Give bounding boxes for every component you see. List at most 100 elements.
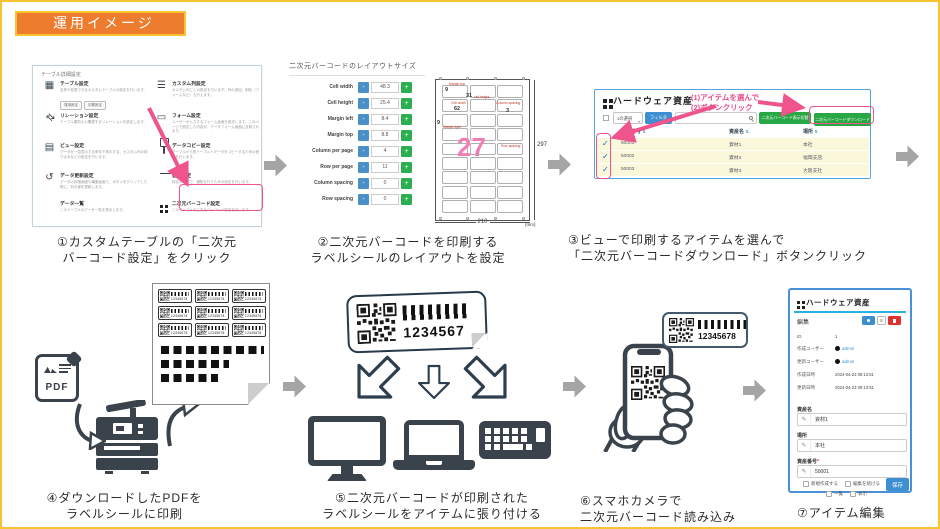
- selection-dropdown[interactable]: 1の選択: [613, 112, 643, 127]
- caption-step6: ⑥スマホカメラで二次元バーコード読み込み: [580, 494, 737, 524]
- qr-icon: [155, 200, 168, 213]
- label-cell: [469, 156, 496, 170]
- menu-item-relation[interactable]: ⇄ リレーション設定 テーブル間同士の関連するリレーションを設定します。: [43, 111, 149, 125]
- menu-item-table-settings[interactable]: ▦ テーブル設定 名称や変更できるカスタムテーブルの設定を行います。 運用設定初…: [43, 80, 149, 111]
- save-button[interactable]: 保存: [886, 478, 909, 491]
- menu-item-view[interactable]: ▤ ビュー設定 データを一覧表示する条件や表示する、カスタム列の絞り込みなどの設…: [44, 142, 148, 159]
- label-cell-grid: [442, 85, 523, 213]
- show-checkbox[interactable]: [850, 491, 856, 497]
- cell-asset-number: 50003: [621, 167, 635, 172]
- decrement-button[interactable]: -: [358, 177, 369, 189]
- label-cell: [497, 99, 523, 113]
- decrement-button[interactable]: -: [358, 193, 369, 205]
- pdf-label: PDF: [45, 382, 69, 393]
- field-label: Margin left: [327, 116, 353, 122]
- annotation-step1: (1)アイテムを選んで: [691, 93, 760, 102]
- required-mark: *: [817, 459, 819, 465]
- image-icon: [44, 366, 57, 373]
- location-input[interactable]: ✎ 本社: [797, 439, 907, 452]
- menu-item-notification[interactable]: 通知設定 特定の条件で、通知を行うための設定を行います。: [155, 172, 261, 185]
- caption-step1: ①カスタムテーブルの「二次元バーコード設定」をクリック: [56, 235, 238, 265]
- increment-button[interactable]: +: [401, 145, 412, 157]
- layout-field-row: Column spacing - 0 +: [290, 177, 412, 189]
- decrement-button[interactable]: -: [358, 81, 369, 93]
- menu-item-data-copy[interactable]: データコピー設定 テーブルから別テーブルへデータをコピーするための設定を行います…: [155, 141, 261, 159]
- list-button[interactable]: ≡: [877, 316, 886, 325]
- layout-field-row: Cell height - 25.4 +: [290, 97, 412, 109]
- increment-button[interactable]: +: [401, 97, 412, 109]
- field-value[interactable]: 8.4: [371, 113, 399, 125]
- row-checkbox[interactable]: ✓: [602, 139, 609, 148]
- field-value[interactable]: 4: [371, 145, 399, 157]
- menu-item-form[interactable]: ▭ フォーム設定 ユーザーが入力するフォーム画面を設定します。このページで設定し…: [156, 112, 260, 134]
- chip-button[interactable]: 初期設定: [84, 100, 106, 110]
- sort-icon: ⇅: [642, 129, 646, 134]
- label-cell: [469, 99, 496, 113]
- highlight-box-checkboxes: [596, 133, 611, 179]
- increment-button[interactable]: +: [401, 129, 412, 141]
- annotation-margin-top: Margin top: [449, 82, 466, 86]
- field-value[interactable]: 0: [371, 193, 399, 205]
- create-new-checkbox[interactable]: [803, 481, 809, 487]
- curved-arrow-icon: [74, 403, 106, 450]
- decrement-button[interactable]: -: [358, 97, 369, 109]
- list-checkbox[interactable]: [826, 491, 832, 497]
- barcode-toggle-button[interactable]: 二次元バーコード表示切替: [759, 112, 811, 124]
- flow-arrow-icon: [283, 375, 306, 398]
- down-arrow-icon: [418, 364, 450, 400]
- down-arrow-icon: [357, 355, 401, 399]
- filter-button[interactable]: フィルタ: [645, 112, 672, 124]
- decrement-button[interactable]: -: [358, 113, 369, 125]
- qr-code: [669, 318, 694, 343]
- field-value[interactable]: 0: [371, 177, 399, 189]
- table-row[interactable]: ✓ 50002 資材2 福岡支店: [597, 151, 869, 164]
- asset-name-input[interactable]: ✎ 資材1: [797, 413, 907, 426]
- increment-button[interactable]: +: [401, 177, 412, 189]
- delete-button[interactable]: [888, 316, 901, 325]
- annotation-margin-right: Margin right: [443, 125, 461, 129]
- label-cell: [497, 85, 523, 98]
- label-cell: [442, 85, 468, 98]
- barcode-number: 1234567: [403, 321, 466, 340]
- flow-arrow-icon: [548, 153, 571, 176]
- increment-button[interactable]: +: [401, 193, 412, 205]
- field-value[interactable]: 48.3: [371, 81, 399, 93]
- increment-button[interactable]: +: [401, 81, 412, 93]
- pdf-file-icon: PDF: [35, 350, 83, 402]
- row-checkbox[interactable]: ✓: [602, 165, 609, 174]
- menu-item-data-update[interactable]: ↺ データ更新設定 データの詳細画面や編集画面で、ボタンをクリックした際に、列の…: [43, 172, 149, 189]
- flow-arrow-icon: [264, 154, 287, 177]
- user-link[interactable]: admin: [842, 359, 855, 364]
- menu-item-custom-columns[interactable]: ☰ カスタム列設定 カスタム列ごとの設定を行います。列の追加、削除（フォームなど…: [155, 80, 261, 97]
- continue-edit-checkbox[interactable]: [845, 481, 851, 487]
- increment-button[interactable]: +: [401, 113, 412, 125]
- annotation-cell-width: Cell width: [451, 101, 466, 105]
- sort-icon: ⇅: [745, 129, 749, 134]
- row-checkbox[interactable]: ✓: [602, 152, 609, 161]
- barcode-download-button[interactable]: 二次元バーコードダウンロード: [814, 113, 871, 126]
- field-label: Column spacing: [314, 180, 353, 186]
- table-row[interactable]: ✓ 50001 資材1 本社: [597, 138, 869, 151]
- menu-item-data-list[interactable]: データ一覧 このテーブルのデータ一覧を表示します。: [43, 200, 149, 213]
- view-button[interactable]: [862, 316, 875, 325]
- caption-step7: ⑦アイテム編集: [797, 506, 886, 520]
- label-cell: [469, 200, 496, 213]
- decrement-button[interactable]: -: [358, 145, 369, 157]
- user-link[interactable]: admin: [842, 346, 855, 351]
- decrement-button[interactable]: -: [358, 161, 369, 173]
- label-cell: [442, 171, 468, 185]
- select-all-checkbox[interactable]: [603, 115, 609, 121]
- field-value[interactable]: 8.8: [371, 129, 399, 141]
- search-input[interactable]: [675, 112, 757, 124]
- field-value[interactable]: 11: [371, 161, 399, 173]
- label-cell: [469, 85, 496, 98]
- chip-button[interactable]: 運用設定: [60, 100, 82, 110]
- pencil-icon: ✎: [798, 440, 811, 451]
- section-title: 編集: [797, 320, 810, 326]
- asset-number-input[interactable]: ✎ 50001: [797, 465, 907, 478]
- table-row[interactable]: ✓ 50003 資材3 大阪支社: [597, 164, 869, 177]
- mini-label-grid: 12345678 12345678 12345678 12345678 1234…: [158, 289, 266, 337]
- decrement-button[interactable]: -: [358, 129, 369, 141]
- field-value[interactable]: 25.4: [371, 97, 399, 109]
- increment-button[interactable]: +: [401, 161, 412, 173]
